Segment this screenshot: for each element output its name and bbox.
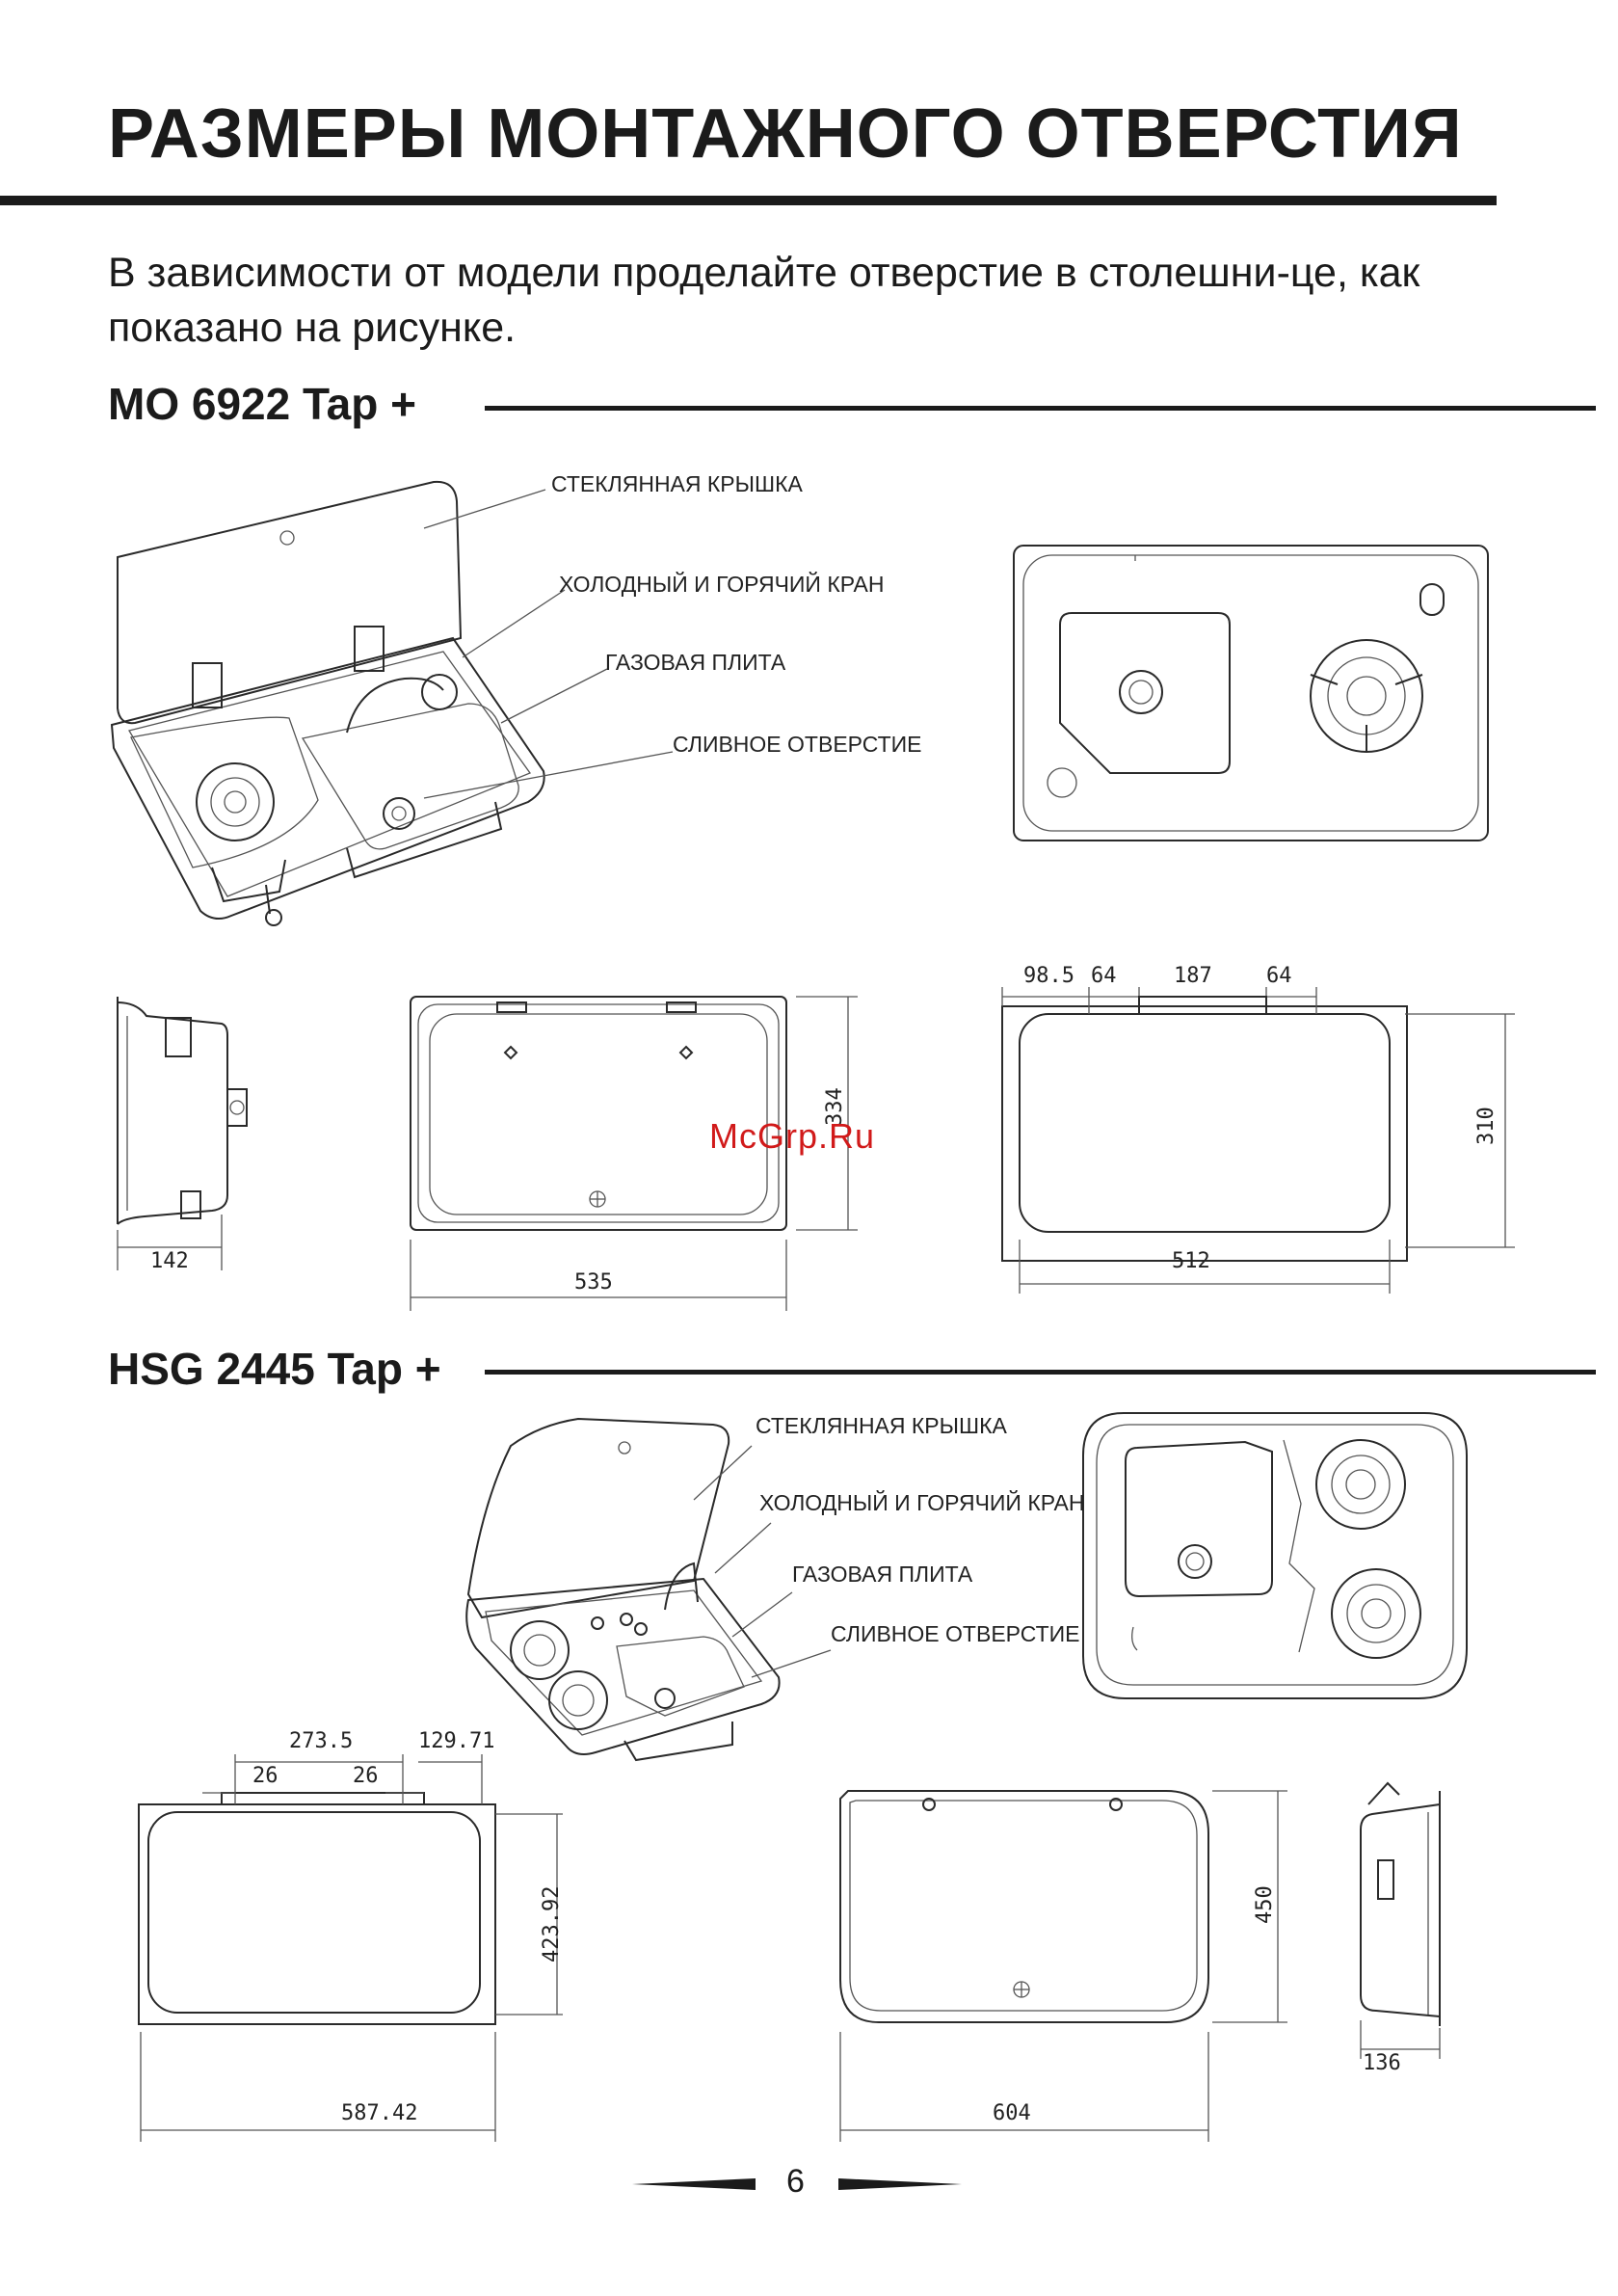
page-title: РАЗМЕРЫ МОНТАЖНОГО ОТВЕРСТИЯ (108, 95, 1463, 173)
hsg2445-side-view-drawing (1360, 1781, 1441, 2059)
callout-drain: СЛИВНОЕ ОТВЕРСТИЕ (673, 732, 922, 757)
dim2-cut-a: 273.5 (289, 1729, 354, 1753)
dim2-cut-b: 129.71 (418, 1729, 495, 1753)
mo6922-isometric-drawing (110, 480, 545, 926)
callout-gas-hob-2: ГАЗОВАЯ ПЛИТА (792, 1562, 973, 1587)
hsg2445-top-view-drawing (1082, 1412, 1468, 1699)
mo6922-top-view-drawing (1013, 545, 1489, 841)
dim-cut-height: 310 (1474, 1107, 1499, 1145)
hsg2445-callout-leaders (693, 1445, 832, 1678)
hsg2445-isometric-drawing (465, 1417, 781, 1762)
page-number: 6 (786, 2163, 805, 2200)
dim2-cut-d: 26 (353, 1764, 379, 1788)
mo6922-front-view-drawing (410, 996, 858, 1311)
section-divider-mo6922 (485, 406, 1596, 411)
dim-cut-d: 64 (1266, 964, 1292, 988)
dim-cut-a: 98.5 (1023, 964, 1074, 988)
dim-side-depth: 142 (150, 1249, 189, 1273)
dim2-cut-width: 587.42 (341, 2101, 418, 2125)
intro-paragraph: В зависимости от модели проделайте отвер… (108, 250, 1420, 351)
mo6922-callout-leaders (423, 489, 674, 799)
callout-glass-lid-2: СТЕКЛЯННАЯ КРЫШКА (756, 1413, 1007, 1438)
page-number-arrows (632, 2178, 962, 2190)
dim2-cut-height: 423.92 (540, 1885, 564, 1962)
dim-cut-width: 512 (1172, 1249, 1210, 1273)
title-divider (0, 196, 1497, 205)
dim2-front-width: 604 (993, 2101, 1031, 2125)
section-heading-mo6922: MO 6922 Tap + (108, 379, 417, 429)
callout-drain-2: СЛИВНОЕ ОТВЕРСТИЕ (831, 1621, 1080, 1646)
mo6922-side-view-drawing (117, 997, 248, 1270)
dim2-side-depth: 136 (1363, 2051, 1401, 2075)
hsg2445-front-view-drawing (839, 1790, 1287, 2142)
dim-front-width: 535 (574, 1270, 613, 1295)
callout-tap: ХОЛОДНЫЙ И ГОРЯЧИЙ КРАН (559, 572, 885, 597)
callout-gas-hob: ГАЗОВАЯ ПЛИТА (605, 650, 786, 675)
section-heading-hsg2445: HSG 2445 Tap + (108, 1344, 441, 1394)
mo6922-cutout-drawing (1001, 987, 1515, 1294)
dim2-front-height: 450 (1253, 1885, 1277, 1924)
dim2-cut-c: 26 (252, 1764, 279, 1788)
hsg2445-cutout-drawing (138, 1754, 563, 2142)
dim-cut-b: 64 (1091, 964, 1117, 988)
watermark: McGrp.Ru (709, 1116, 876, 1156)
section-divider-hsg2445 (485, 1370, 1596, 1375)
dim-cut-c: 187 (1174, 964, 1212, 988)
callout-glass-lid: СТЕКЛЯННАЯ КРЫШКА (551, 471, 803, 496)
callout-tap-2: ХОЛОДНЫЙ И ГОРЯЧИЙ КРАН (759, 1490, 1085, 1515)
